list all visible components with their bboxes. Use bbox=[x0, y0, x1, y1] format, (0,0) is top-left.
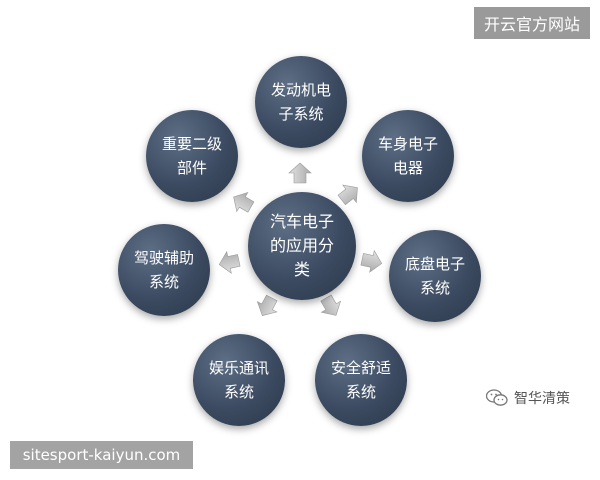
node-safety-comfort: 安全舒适 系统 bbox=[315, 334, 407, 426]
node-label-line1: 重要二级 bbox=[161, 135, 222, 153]
node-label-line1: 底盘电子 bbox=[404, 255, 465, 273]
center-node: 汽车电子 的应用分 类 bbox=[248, 192, 356, 300]
node-label-line2: 系统 bbox=[345, 383, 376, 401]
center-label-line1: 汽车电子 bbox=[269, 212, 334, 231]
url-badge: sitesport-kaiyun.com bbox=[10, 441, 193, 469]
node-label-line2: 部件 bbox=[176, 159, 207, 177]
arrow-chassis bbox=[360, 249, 383, 273]
node-label-line1: 娱乐通讯 bbox=[208, 359, 269, 377]
node-label-line1: 驾驶辅助 bbox=[133, 249, 194, 267]
center-label-line2: 的应用分 bbox=[269, 236, 334, 255]
node-body-electronics: 车身电子 电器 bbox=[362, 110, 454, 202]
node-entertainment-comm: 娱乐通讯 系统 bbox=[193, 334, 285, 426]
wechat-icon bbox=[486, 389, 508, 406]
node-label-line2: 子系统 bbox=[278, 105, 324, 123]
node-label-line2: 系统 bbox=[223, 383, 254, 401]
arrow-entertainment bbox=[256, 294, 278, 316]
arrow-secondary bbox=[233, 191, 255, 213]
site-badge: 开云官方网站 bbox=[474, 7, 590, 39]
node-label-line2: 电器 bbox=[392, 159, 423, 177]
node-label-line2: 系统 bbox=[148, 273, 179, 291]
node-engine-system: 发动机电 子系统 bbox=[255, 56, 347, 148]
node-label-line1: 发动机电 bbox=[270, 81, 331, 99]
node-label-line2: 系统 bbox=[419, 279, 450, 297]
node-secondary-parts: 重要二级 部件 bbox=[146, 110, 238, 202]
arrow-safety bbox=[320, 294, 342, 316]
arrow-engine bbox=[288, 162, 312, 184]
node-chassis-electronics: 底盘电子 系统 bbox=[389, 230, 481, 322]
arrow-driving bbox=[218, 250, 241, 274]
node-label-line1: 安全舒适 bbox=[330, 359, 391, 377]
center-label-line3: 类 bbox=[293, 260, 310, 279]
watermark: 智华清策 bbox=[486, 387, 570, 409]
node-label-line1: 车身电子 bbox=[377, 135, 438, 153]
node-driving-assist: 驾驶辅助 系统 bbox=[118, 224, 210, 316]
watermark-text: 智华清策 bbox=[514, 391, 570, 407]
arrow-body bbox=[337, 184, 358, 206]
